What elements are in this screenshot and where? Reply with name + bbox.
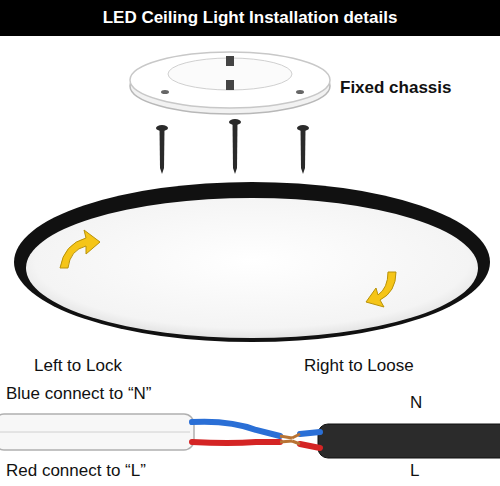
rotation-arrows	[60, 230, 396, 307]
terminal-label: L	[410, 461, 419, 481]
title-bar: LED Ceiling Light Installation details	[0, 0, 500, 36]
wiring-note: Blue connect to “N”	[6, 384, 152, 404]
terminal-label: N	[410, 393, 422, 413]
supply-cable	[292, 424, 500, 458]
instruction-label: Right to Loose	[304, 356, 414, 376]
screws	[156, 119, 309, 174]
fixed-chassis	[130, 52, 330, 114]
twin-cable	[0, 414, 292, 450]
wiring-note: Red connect to “L”	[6, 461, 146, 481]
part-label: Fixed chassis	[340, 78, 452, 98]
ceiling-lamp	[14, 182, 490, 342]
title-text: LED Ceiling Light Installation details	[0, 0, 500, 36]
instruction-label: Left to Lock	[34, 356, 122, 376]
